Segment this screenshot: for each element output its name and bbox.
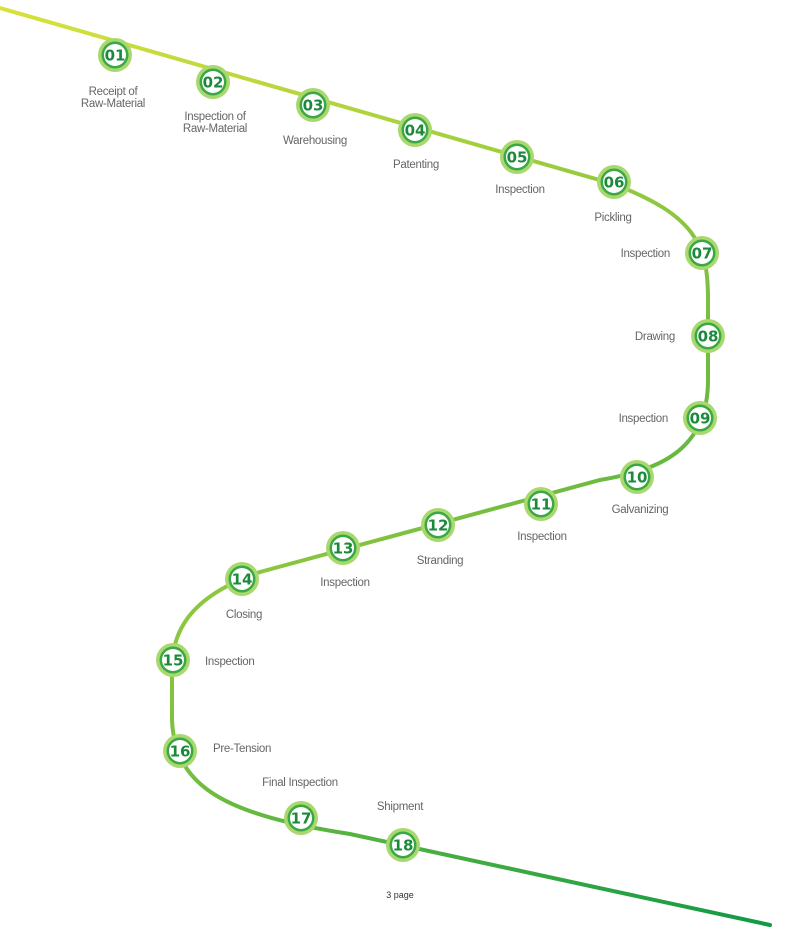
step-number: 11 [531, 496, 552, 514]
step-node-fill [404, 119, 426, 141]
step-label-line: Closing [226, 609, 262, 621]
step-node-fill [691, 242, 713, 264]
step-node-fill [603, 171, 625, 193]
step-label-line: Inspection [205, 656, 254, 668]
step-label: Inspection [619, 413, 668, 425]
step-number: 07 [692, 245, 713, 263]
step-node-09: 09 Inspection [619, 401, 717, 435]
step-number: 10 [627, 469, 648, 487]
step-node-fill [290, 807, 312, 829]
step-label-line: Inspection of [184, 111, 246, 123]
step-node-15: 15 Inspection [156, 643, 255, 677]
step-node-fill [104, 44, 126, 66]
step-label-line: Raw-Material [81, 98, 145, 110]
step-label: Warehousing [283, 135, 347, 147]
step-number: 01 [105, 47, 126, 65]
step-label-line: Stranding [417, 555, 464, 567]
step-number: 06 [604, 174, 625, 192]
step-node-18: 18 Shipment [377, 801, 424, 862]
step-label: Inspection [205, 656, 254, 668]
step-node-fill [231, 568, 253, 590]
step-label: Patenting [393, 159, 439, 171]
step-number: 17 [291, 810, 312, 828]
step-number: 02 [203, 74, 224, 92]
step-node-17: 17 Final Inspection [262, 777, 338, 835]
step-label: Stranding [417, 555, 464, 567]
step-number: 18 [393, 837, 414, 855]
step-label-line: Warehousing [283, 135, 347, 147]
step-label: Inspection [495, 184, 544, 196]
step-node-fill [392, 834, 414, 856]
step-label-line: Receipt of [89, 86, 139, 98]
page-label: 3 page [386, 890, 414, 900]
step-number: 08 [698, 328, 719, 346]
step-node-fill [626, 466, 648, 488]
step-node-fill [697, 325, 719, 347]
step-node-fill [689, 407, 711, 429]
step-label-line: Inspection [320, 577, 369, 589]
process-flow-line [0, 6, 772, 927]
step-number: 05 [507, 149, 528, 167]
step-number: 15 [163, 652, 184, 670]
step-number: 16 [170, 743, 191, 761]
step-node-fill [169, 740, 191, 762]
step-label-line: Pre-Tension [213, 743, 271, 755]
step-label: Final Inspection [262, 777, 338, 789]
step-label: Pickling [594, 212, 631, 224]
step-label: Pre-Tension [213, 743, 271, 755]
step-node-fill [506, 146, 528, 168]
step-node-16: 16 Pre-Tension [163, 734, 271, 768]
step-label: Galvanizing [612, 504, 669, 516]
step-label-line: Inspection [621, 248, 670, 260]
step-number: 03 [303, 97, 324, 115]
step-label-line: Shipment [377, 801, 424, 813]
step-label: Shipment [377, 801, 424, 813]
step-node-fill [530, 493, 552, 515]
step-label: Drawing [635, 331, 675, 343]
step-number: 09 [690, 410, 711, 428]
step-node-08: 08 Drawing [635, 319, 725, 353]
step-label: Closing [226, 609, 262, 621]
step-node-fill [427, 514, 449, 536]
step-node-fill [302, 94, 324, 116]
step-number: 14 [232, 571, 253, 589]
step-label-line: Drawing [635, 331, 675, 343]
step-node-fill [162, 649, 184, 671]
step-label-line: Inspection [619, 413, 668, 425]
step-label-line: Galvanizing [612, 504, 669, 516]
step-label: Inspection [517, 531, 566, 543]
step-label-line: Inspection [517, 531, 566, 543]
step-label-line: Pickling [594, 212, 631, 224]
step-node-fill [332, 537, 354, 559]
step-number: 12 [428, 517, 449, 535]
step-number: 13 [333, 540, 354, 558]
step-label: Inspection [320, 577, 369, 589]
step-node-07: 07 Inspection [621, 236, 719, 270]
step-label-line: Raw-Material [183, 123, 247, 135]
step-number: 04 [405, 122, 426, 140]
step-label-line: Final Inspection [262, 777, 338, 789]
step-node-fill [202, 71, 224, 93]
step-label-line: Inspection [495, 184, 544, 196]
step-label: Inspection [621, 248, 670, 260]
step-label-line: Patenting [393, 159, 439, 171]
